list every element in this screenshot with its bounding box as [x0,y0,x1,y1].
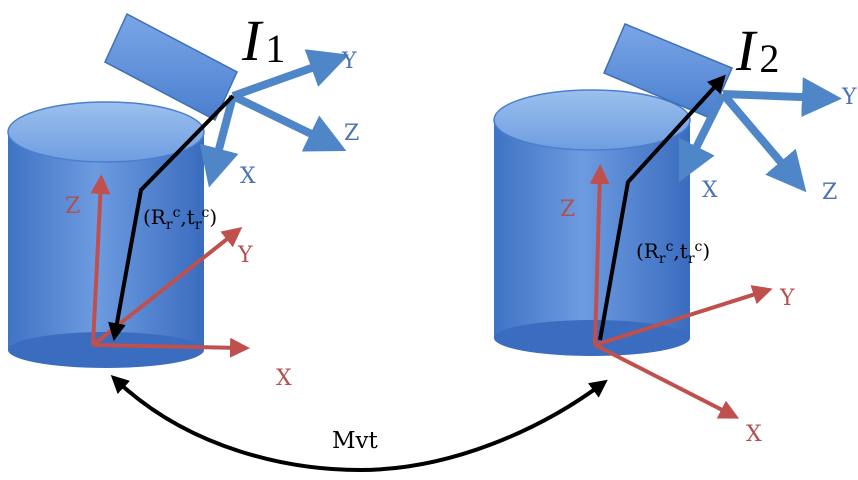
right-camera-y-axis [722,77,842,118]
right-object-y-label: Y [779,286,795,311]
left-camera-y-label: Y [341,49,357,74]
left-camera [104,12,238,122]
right-camera-z-label: Z [822,180,837,205]
left-object-x-axis [92,337,250,358]
left-camera-x-label: X [240,164,256,189]
right-camera-x-label: X [702,178,718,203]
left-camera-x-axis [199,94,239,188]
right-camera-z-axis [719,91,807,193]
left-camera-axes [199,49,350,188]
left-object-y-label: Y [237,243,253,268]
right-object-z-axis [589,164,610,346]
right-object-z-label: Z [560,197,575,222]
left-cylinder [7,101,205,368]
right-camera-x-axis [678,92,727,183]
left-transform-label: (Rrc,trc) [143,205,217,233]
motion-arrow [110,375,608,473]
left-object-z-axis [90,174,111,346]
left-transform-path [108,94,235,342]
right-object-x-label: X [746,422,762,447]
right-transform-path [598,74,726,341]
left-object-z-label: Z [65,194,80,219]
left-camera-y-axis [231,49,350,100]
motion-label: Mvt [332,428,379,454]
right-cylinder [493,89,691,356]
right-object-axes [589,164,773,419]
right-object-x-axis [594,343,740,419]
right-transform-label: (Rrc,trc) [636,239,710,267]
left-object-x-label: X [276,366,292,391]
left-camera-z-axis [231,92,347,152]
right-object-y-axis [594,285,773,347]
left-camera-z-label: Z [344,121,359,146]
right-camera-axes [678,77,842,193]
right-camera-y-label: Y [841,85,857,110]
